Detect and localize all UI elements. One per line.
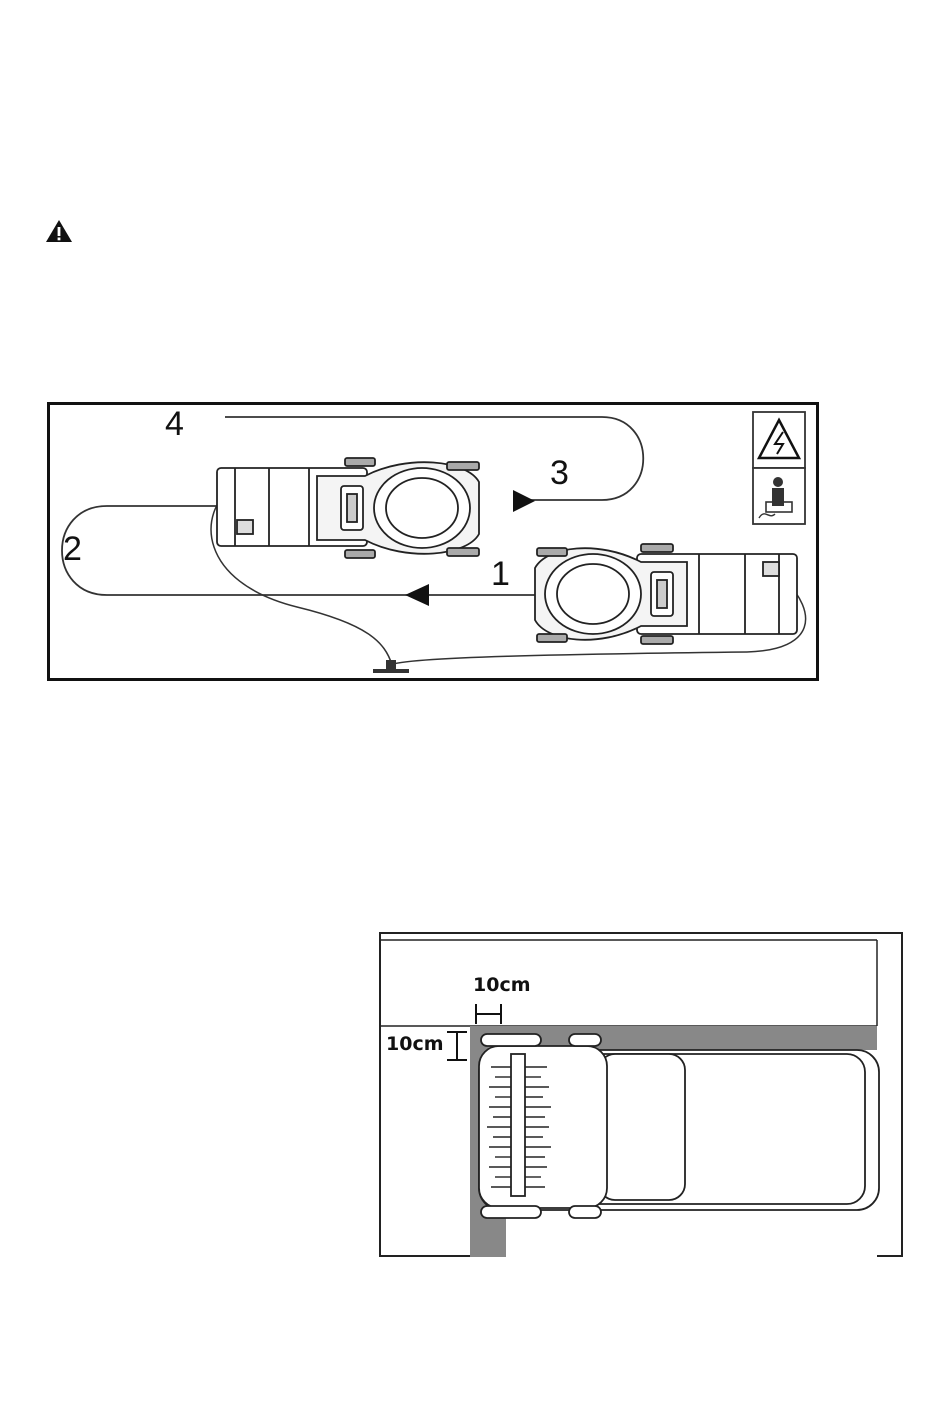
operator-with-cable-icon	[753, 468, 805, 524]
horizontal-gap-label: 10cm	[473, 974, 531, 996]
vertical-gap-label: 10cm	[386, 1033, 444, 1055]
electric-shock-warning-icon	[753, 412, 805, 468]
lawnmower-top-view	[479, 1034, 879, 1218]
step-label-4: 4	[165, 405, 184, 443]
step-label-2: 2	[63, 530, 82, 568]
warning-triangle-icon	[44, 218, 74, 244]
edge-clearance-figure: 10cm 10cm	[379, 932, 903, 1257]
step-label-3: 3	[550, 454, 569, 492]
lawnmower-lower	[535, 544, 797, 644]
lawnmower-upper	[217, 458, 479, 558]
step-label-1: 1	[491, 555, 510, 593]
mowing-pattern-figure: 4 2 3 1	[47, 402, 819, 681]
